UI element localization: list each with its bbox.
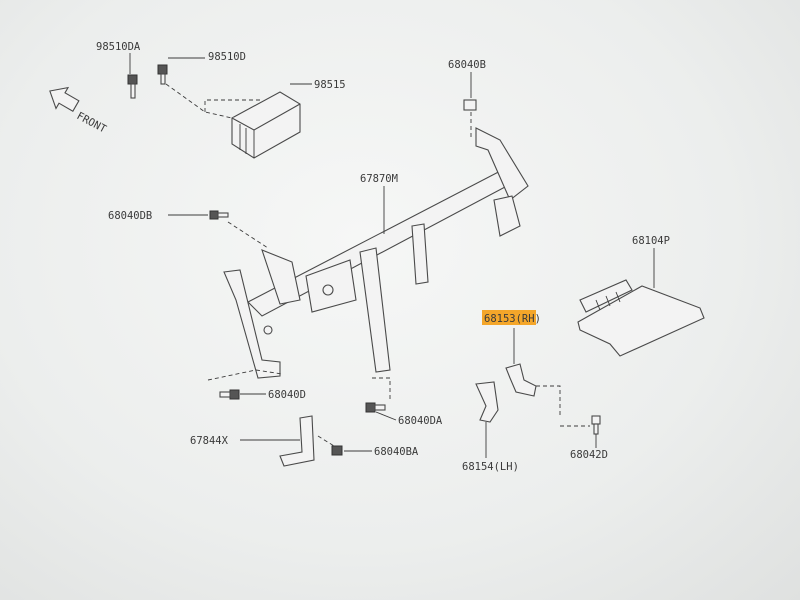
bracket-68153RH xyxy=(505,363,537,397)
airbag-module-98515 xyxy=(231,91,301,159)
callout-68154LH: 68154(LH) xyxy=(462,461,519,473)
callout-98515: 98515 xyxy=(314,79,346,91)
front-label: FRONT xyxy=(75,110,109,136)
screw-68042D-icon xyxy=(591,415,601,435)
callout-68040DB: 68040DB xyxy=(108,210,152,222)
callout-67870M: 67870M xyxy=(360,173,398,185)
front-arrow-icon xyxy=(49,86,80,112)
callout-68040BA: 68040BA xyxy=(374,446,419,458)
callout-68040D: 68040D xyxy=(268,389,306,401)
bolt-68040DA-icon xyxy=(365,402,386,413)
bolt-98510D-icon xyxy=(157,64,168,85)
bolt-68040DB-icon xyxy=(209,210,229,220)
bracket-67844X xyxy=(279,415,315,467)
cross-car-beam-67870M xyxy=(223,127,529,379)
callout-68153RH: 68153(RH) xyxy=(484,313,541,325)
callout-68104P: 68104P xyxy=(632,235,670,247)
callout-68042D: 68042D xyxy=(570,449,608,461)
callout-67844X: 67844X xyxy=(190,435,229,447)
bolt-68040D-icon xyxy=(219,389,240,400)
nut-68040B-icon xyxy=(463,99,477,111)
callout-highlight xyxy=(482,310,536,325)
callout-98510D: 98510D xyxy=(208,51,246,63)
bolt-98510DA-icon xyxy=(127,74,138,99)
nut-68040BA-icon xyxy=(331,445,343,456)
callout-68040B: 68040B xyxy=(448,59,486,71)
callout-98510DA: 98510DA xyxy=(96,41,141,53)
callout-68040DA: 68040DA xyxy=(398,415,443,427)
bracket-68154LH xyxy=(475,381,499,423)
panel-68104P xyxy=(577,279,705,357)
